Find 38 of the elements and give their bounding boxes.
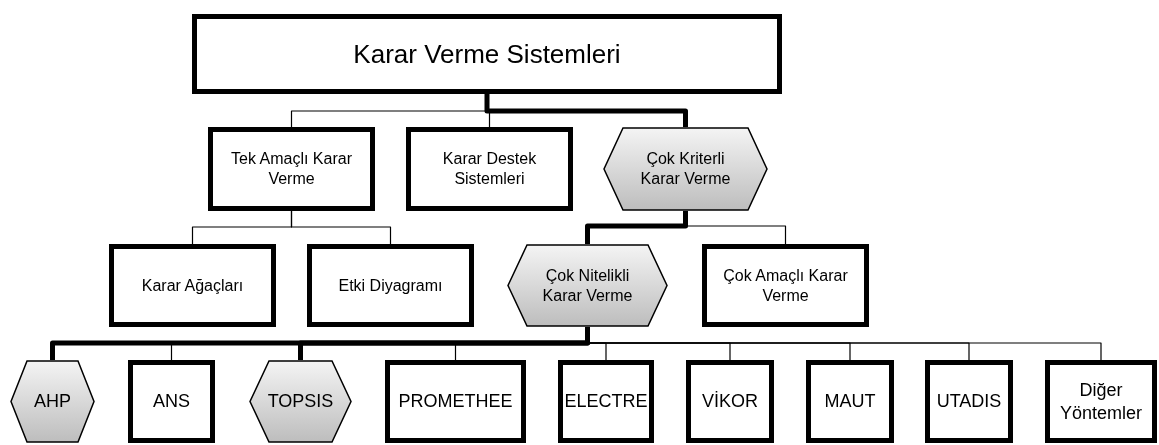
process-box: [128, 360, 215, 443]
node-label: PROMETHEE: [398, 390, 513, 413]
node-label: Çok Kriterli Karar Verme: [639, 149, 732, 189]
connector-line: [290, 210, 392, 245]
node-label: Etki Diyagramı: [338, 275, 443, 296]
connector-line: [484, 94, 688, 127]
node-label: UTADIS: [936, 390, 1002, 413]
node-label: MAUT: [824, 390, 876, 413]
node-label: ANS: [153, 390, 190, 413]
hexagon-node: [507, 244, 668, 327]
node-label: ELECTRE: [564, 390, 648, 413]
process-box: [1045, 360, 1157, 443]
process-box: [192, 14, 782, 94]
process-box: [208, 127, 375, 211]
node-label: VİKOR: [702, 390, 758, 413]
node-label: AHP: [34, 390, 71, 413]
node-label: Karar Destek Sistemleri: [441, 149, 538, 189]
hexagon-node: [10, 360, 95, 443]
node-label: Çok Nitelikli Karar Verme: [541, 265, 634, 306]
node-label: TOPSIS: [267, 390, 334, 413]
connector-line: [298, 327, 590, 360]
node-label: Çok Amaçlı Karar Verme: [722, 265, 849, 306]
process-box: [307, 244, 474, 327]
process-box: [925, 360, 1013, 443]
process-box: [806, 360, 894, 443]
hexagon-node: [603, 127, 768, 211]
node-label: Karar Verme Sistemleri: [353, 37, 621, 71]
process-box: [686, 360, 774, 443]
process-box: [109, 244, 276, 327]
node-label: Tek Amaçlı Karar Verme: [230, 149, 353, 189]
hexagon-node: [249, 360, 352, 443]
node-label: Diğer Yöntemler: [1058, 379, 1143, 424]
process-box: [385, 360, 526, 443]
process-box: [406, 127, 573, 211]
process-box: [702, 244, 869, 327]
process-box: [558, 360, 654, 443]
node-label: Karar Ağaçları: [141, 275, 244, 296]
connector-line: [585, 211, 688, 244]
